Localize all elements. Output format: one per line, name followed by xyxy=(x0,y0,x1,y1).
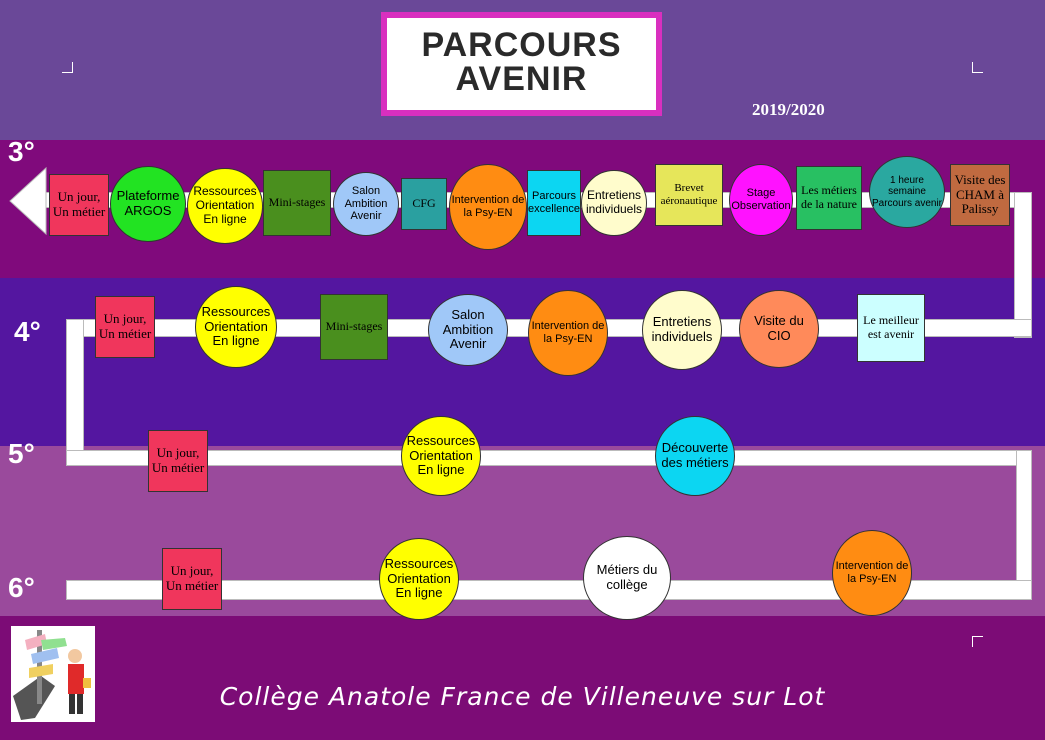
path-right-3-4 xyxy=(1014,192,1032,338)
node-parcours-excellence: Parcours excellence xyxy=(527,170,581,236)
logo-line-2: AVENIR xyxy=(455,60,588,98)
node-salon-ambition-avenir: Salon Ambition Avenir xyxy=(333,172,399,236)
path-right-5-6 xyxy=(1016,450,1032,600)
node-decouverte-metiers: Découverte des métiers xyxy=(655,416,735,496)
logo: PARCOURS AVENIR xyxy=(381,12,662,116)
node-metiers-college: Métiers du collège xyxy=(583,536,671,620)
footer-band xyxy=(0,616,1045,740)
node-ressources-orientation: Ressources Orientation En ligne xyxy=(379,538,459,620)
node-intervention-psy-en: Intervention de la Psy-EN xyxy=(528,290,608,376)
node-entretiens-individuels: Entretiens individuels xyxy=(581,170,647,236)
node-brevet-aeronautique: Brevet aéronautique xyxy=(655,164,723,226)
node-un-jour-un-metier: Un jour, Un métier xyxy=(95,296,155,358)
signpost-person-icon xyxy=(11,626,95,722)
level-3-label: 3° xyxy=(8,136,35,167)
node-un-jour-un-metier: Un jour, Un métier xyxy=(162,548,222,610)
node-entretiens-individuels: Entretiens individuels xyxy=(642,290,722,370)
logo-line-1: PARCOURS xyxy=(421,26,622,64)
node-visite-cio: Visite du CIO xyxy=(739,290,819,368)
node-meilleur-est-avenir: Le meilleur est avenir xyxy=(857,294,925,362)
corner-mark xyxy=(972,636,983,647)
corner-mark xyxy=(972,62,983,73)
node-intervention-psy-en: Intervention de la Psy-EN xyxy=(449,164,527,250)
node-salon-ambition-avenir: Salon Ambition Avenir xyxy=(428,294,508,366)
node-ressources-orientation: Ressources Orientation En ligne xyxy=(195,286,277,368)
path-left-4-5 xyxy=(66,319,84,466)
node-visite-cham: Visite des CHAM à Palissy xyxy=(950,164,1010,226)
path-row5 xyxy=(66,450,1032,466)
node-ressources-orientation: Ressources Orientation En ligne xyxy=(187,168,263,244)
node-un-jour-un-metier: Un jour, Un métier xyxy=(148,430,208,492)
level-6-label: 6° xyxy=(8,572,35,603)
node-un-jour-un-metier: Un jour, Un métier xyxy=(49,174,109,236)
node-plateforme-argos: Plateforme ARGOS xyxy=(110,166,186,242)
node-heure-parcours-avenir: 1 heure semaine Parcours avenir xyxy=(869,156,945,228)
school-year: 2019/2020 xyxy=(752,100,825,119)
school-name: Collège Anatole France de Villeneuve sur… xyxy=(219,682,826,711)
node-cfg: CFG xyxy=(401,178,447,230)
level-4-label: 4° xyxy=(14,316,41,347)
level-5-label: 5° xyxy=(8,438,35,469)
node-stage-observation: Stage Observation xyxy=(729,164,793,236)
node-mini-stages: Mini-stages xyxy=(263,170,331,236)
node-mini-stages: Mini-stages xyxy=(320,294,388,360)
path-row6 xyxy=(66,580,1032,600)
corner-mark xyxy=(62,62,73,73)
node-metiers-nature: Les métiers de la nature xyxy=(796,166,862,230)
node-intervention-psy-en: Intervention de la Psy-EN xyxy=(832,530,912,616)
left-arrow-icon xyxy=(9,166,47,236)
node-ressources-orientation: Ressources Orientation En ligne xyxy=(401,416,481,496)
